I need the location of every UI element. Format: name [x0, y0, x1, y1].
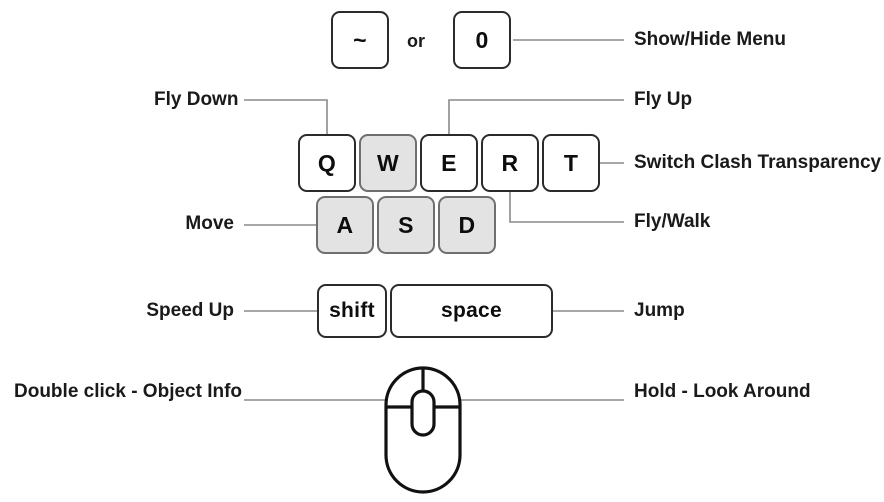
- key-e[interactable]: E: [420, 134, 478, 192]
- key-space[interactable]: space: [390, 284, 553, 338]
- label-switch-clash-transparency: Switch Clash Transparency: [634, 152, 882, 173]
- key-d[interactable]: D: [438, 196, 496, 254]
- key-shift[interactable]: shift: [317, 284, 387, 338]
- key-r[interactable]: R: [481, 134, 539, 192]
- key-w[interactable]: W: [359, 134, 417, 192]
- label-fly-down: Fly Down: [154, 89, 239, 110]
- label-move: Move: [185, 213, 234, 234]
- mouse-scroll-wheel: [410, 389, 436, 437]
- wire-fly-down: [244, 99, 328, 135]
- or-conjunction-text: or: [407, 31, 425, 51]
- wire-fly-up: [448, 99, 624, 135]
- label-fly-walk: Fly/Walk: [634, 211, 711, 232]
- key-a[interactable]: A: [316, 196, 374, 254]
- key-tilde[interactable]: ~: [331, 11, 389, 69]
- mouse-icon[interactable]: [383, 365, 463, 495]
- key-q[interactable]: Q: [298, 134, 356, 192]
- label-jump: Jump: [634, 300, 685, 321]
- label-fly-up: Fly Up: [634, 89, 693, 110]
- label-show-hide-menu: Show/Hide Menu: [634, 29, 786, 50]
- key-zero[interactable]: 0: [453, 11, 511, 69]
- label-hold-look-around: Hold - Look Around: [634, 381, 811, 402]
- key-s[interactable]: S: [377, 196, 435, 254]
- label-double-click-object-info: Double click - Object Info: [14, 381, 243, 402]
- label-speed-up: Speed Up: [146, 300, 234, 321]
- key-t[interactable]: T: [542, 134, 600, 192]
- wire-fly-walk: [509, 192, 624, 223]
